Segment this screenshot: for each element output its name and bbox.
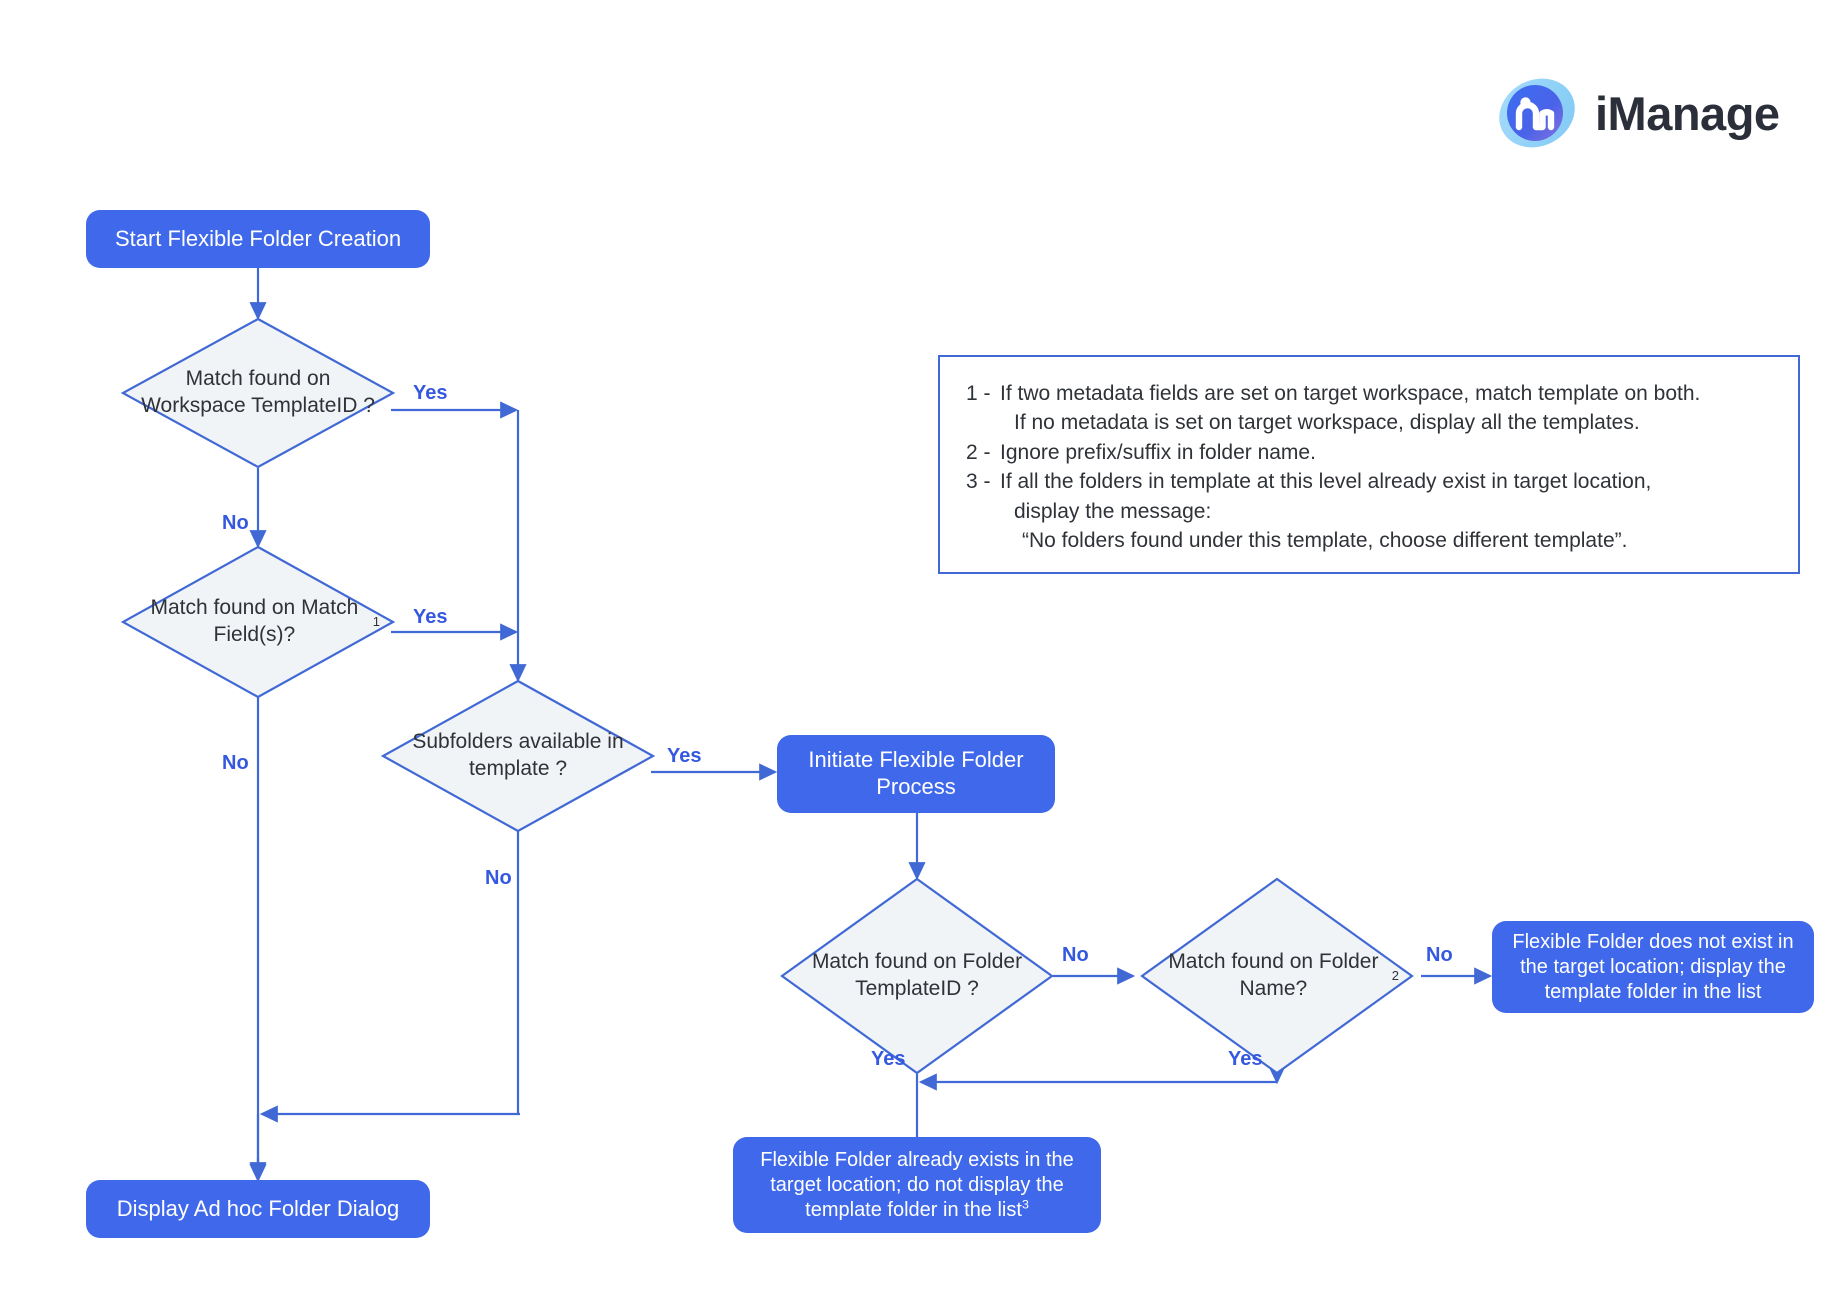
node-flexible-folder-does-not-exist[interactable]: Flexible Folder does not exist in the ta… [1492,921,1814,1013]
node-start-label: Start Flexible Folder Creation [114,225,402,251]
node-decision-folder-name-label: Match found on Folder Name?2 [1168,950,1399,1000]
edge-label-yes-subfolders: Yes [667,745,702,767]
node-decision-workspace-templateid[interactable]: Match found on Workspace TemplateID ? [120,317,396,469]
node-decision-folder-templateid[interactable]: Match found on Folder TemplateID ? [780,877,1054,1075]
edge-label-no-folder-templateid: No [1062,944,1089,966]
footnote-number: 3 - [966,470,991,494]
edge-label-no-workspace-templateid: No [222,512,249,534]
edge-label-no-match-fields: No [222,752,249,774]
node-decision-subfolders-available-label: Subfolders available in template ? [412,730,624,780]
node-already-exists-label: Flexible Folder already exists in the ta… [760,1148,1074,1221]
footnote-ref-3: 3 [1021,1196,1029,1211]
node-start[interactable]: Start Flexible Folder Creation [86,210,430,268]
edge-label-no-subfolders: No [485,867,512,889]
footnote-line: If no metadata is set on target workspac… [1014,411,1640,435]
edge-label-yes-folder-name: Yes [1228,1048,1263,1070]
footnote-line: “No folders found under this template, c… [1022,528,1628,552]
node-does-not-exist-label: Flexible Folder does not exist in the ta… [1512,930,1794,1003]
footnote-number: 2 - [966,440,991,464]
footnote-item: 2 - Ignore prefix/suffix in folder name. [966,438,1772,467]
footnote-item: 3 - If all the folders in template at th… [966,467,1772,555]
node-decision-folder-name[interactable]: Match found on Folder Name?2 [1140,877,1414,1075]
node-adhoc-label: Display Ad hoc Folder Dialog [116,1195,400,1221]
edge-label-yes-workspace-templateid: Yes [413,382,448,404]
footnote-line: If all the folders in template at this l… [1000,470,1652,494]
node-decision-match-fields[interactable]: Match found on Match Field(s)?1 [120,545,396,699]
footnote-line: display the message: [1014,499,1212,523]
node-initiate-label: Initiate Flexible Folder Process [808,747,1024,799]
brand-name: iManage [1595,86,1780,140]
footnote-item: 1 - If two metadata fields are set on ta… [966,379,1772,438]
node-decision-workspace-templateid-label: Match found on Workspace TemplateID ? [141,367,375,417]
node-flexible-folder-already-exists[interactable]: Flexible Folder already exists in the ta… [733,1137,1101,1233]
node-decision-subfolders-available[interactable]: Subfolders available in template ? [380,679,656,833]
edge-label-yes-match-fields: Yes [413,606,448,628]
footnotes-box: 1 - If two metadata fields are set on ta… [938,355,1800,574]
edge-label-no-folder-name: No [1426,944,1453,966]
node-decision-folder-templateid-label: Match found on Folder TemplateID ? [811,950,1023,1000]
footnote-line: Ignore prefix/suffix in folder name. [1000,440,1316,464]
edge-label-yes-folder-templateid: Yes [871,1048,906,1070]
node-decision-match-fields-label: Match found on Match Field(s)?1 [150,596,380,646]
node-display-adhoc-folder-dialog[interactable]: Display Ad hoc Folder Dialog [86,1180,430,1238]
node-initiate-flexible-folder-process[interactable]: Initiate Flexible Folder Process [777,735,1055,813]
imanage-logo: iManage [1495,68,1815,158]
footnote-number: 1 - [966,382,991,405]
footnote-line: If two metadata fields are set on target… [1000,382,1701,405]
imanage-logo-icon [1495,71,1579,155]
